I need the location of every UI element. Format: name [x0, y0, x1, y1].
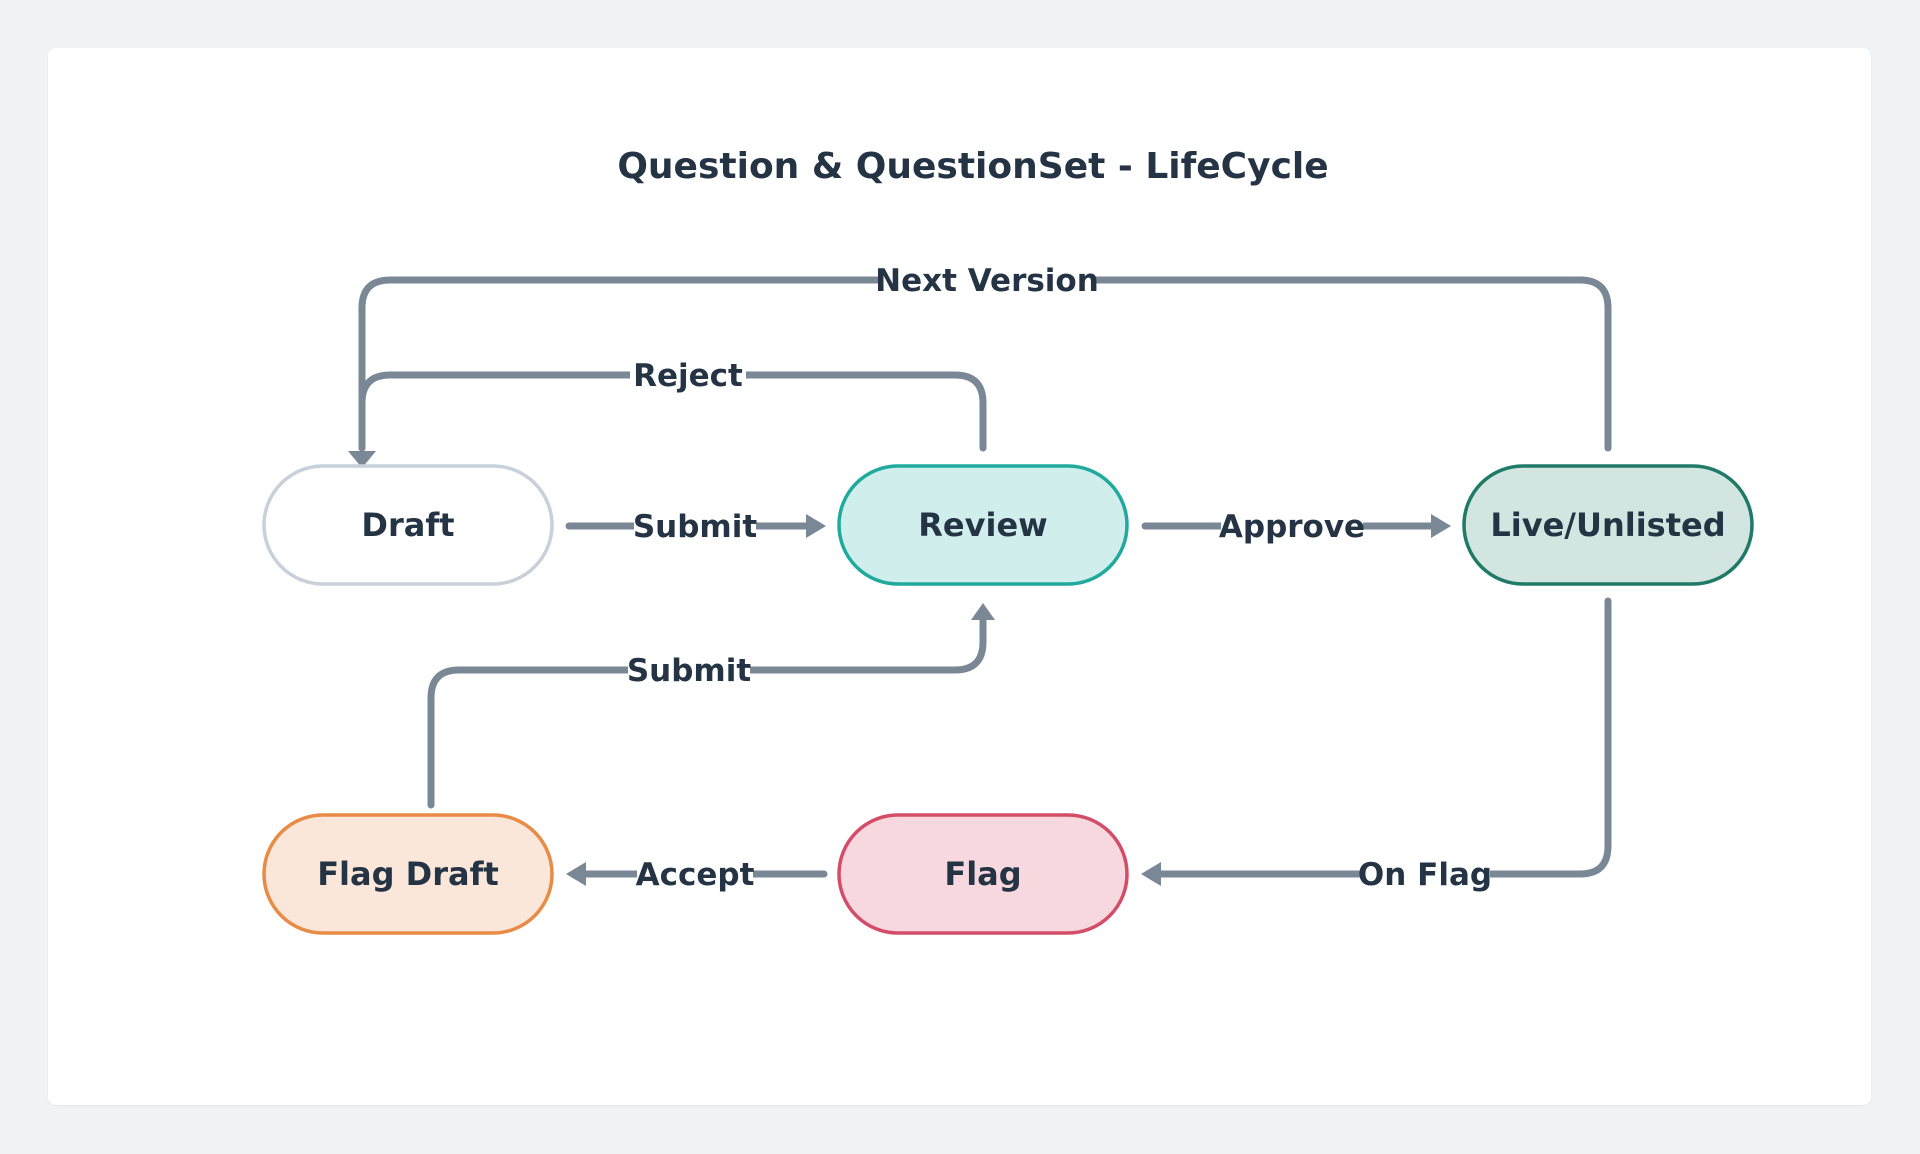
- diagram-title: Question & QuestionSet - LifeCycle: [617, 146, 1328, 187]
- edge-label-next-version: Next Version: [875, 263, 1099, 299]
- lifecycle-diagram: Question & QuestionSet - LifeCycle Next …: [262, 146, 1754, 935]
- edge-accept: Accept: [566, 854, 828, 894]
- arrowhead-to-draft: [348, 451, 376, 468]
- edge-label-submit-flag: Submit: [627, 653, 752, 689]
- node-label-draft: Draft: [361, 506, 454, 544]
- node-flag-draft[interactable]: Flag Draft: [262, 813, 554, 935]
- edge-label-submit: Submit: [633, 509, 758, 545]
- edge-reject: Reject: [358, 355, 987, 452]
- edge-submit-flag-draft-review: Submit: [427, 603, 995, 809]
- edge-submit-draft-review: Submit: [565, 506, 826, 546]
- edge-next-version: Next Version: [358, 260, 1612, 452]
- edge-label-reject: Reject: [633, 358, 743, 394]
- edge-label-approve: Approve: [1219, 509, 1365, 545]
- diagram-card: Question & QuestionSet - LifeCycle Next …: [48, 48, 1871, 1105]
- edge-label-accept: Accept: [636, 857, 755, 893]
- edge-approve: Approve: [1141, 506, 1451, 546]
- edge-label-on-flag: On Flag: [1358, 857, 1492, 893]
- node-label-review: Review: [918, 506, 1047, 544]
- node-live-unlisted[interactable]: Live/Unlisted: [1462, 464, 1754, 586]
- node-label-flag-draft: Flag Draft: [317, 855, 499, 893]
- node-review[interactable]: Review: [837, 464, 1129, 586]
- node-label-live: Live/Unlisted: [1490, 506, 1725, 544]
- node-draft[interactable]: Draft: [262, 464, 554, 586]
- edge-on-flag: On Flag: [1141, 597, 1612, 894]
- node-flag[interactable]: Flag: [837, 813, 1129, 935]
- node-label-flag: Flag: [944, 855, 1021, 893]
